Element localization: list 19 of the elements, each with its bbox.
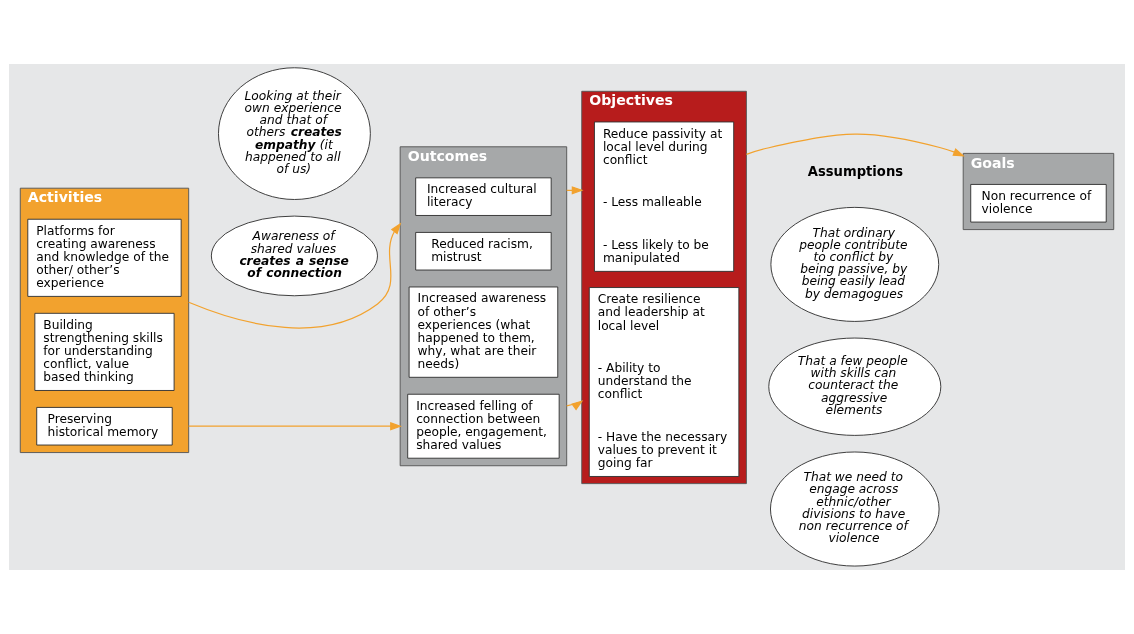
node-ellipse: That a few people with skills can counteract the aggressive elements (768, 337, 942, 436)
node-box: Increased cultural literacy (415, 177, 552, 216)
label: Assumptions (807, 163, 904, 179)
arrow (188, 422, 402, 431)
node-ellipse: Awareness of shared values creates a sense of connection (210, 215, 378, 297)
node-ellipse: That we need to engage across ethnic/other divisions to have non recurrence of violence (770, 451, 940, 567)
arrow (745, 133, 965, 157)
node-box: Increased felling of connection between people, engagement, shared values (407, 393, 560, 459)
node-box: Building strengthening skills for understanding conflict, value based thinking (34, 312, 175, 391)
node-box: Platforms for creating awareness and knowledge of the other/ other’s experience (27, 218, 182, 297)
node-ellipse: That ordinary people contribute to conflict by being passive, by being easily lead by demagogues (770, 206, 940, 322)
node-box: Reduce passivity at local level during conflict - Less malleable - Less likely to be manipulated (594, 121, 735, 272)
arrow (188, 222, 402, 329)
node-box: Preserving historical memory (36, 406, 173, 446)
node-box: Create resilience and leadership at local level - Ability to understand the conflict - Have the necessary values to prevent it going far (588, 287, 740, 477)
node-box: Reduced racism, mistrust (415, 231, 552, 271)
node-box: Non recurrence of violence (970, 183, 1107, 223)
node-box: Increased awareness of other’s experiences (what happened to them, why, what are their needs) (408, 286, 559, 378)
node-ellipse: Looking at their own experience and that of others creates empathy (it happened to all of us) (218, 67, 371, 200)
